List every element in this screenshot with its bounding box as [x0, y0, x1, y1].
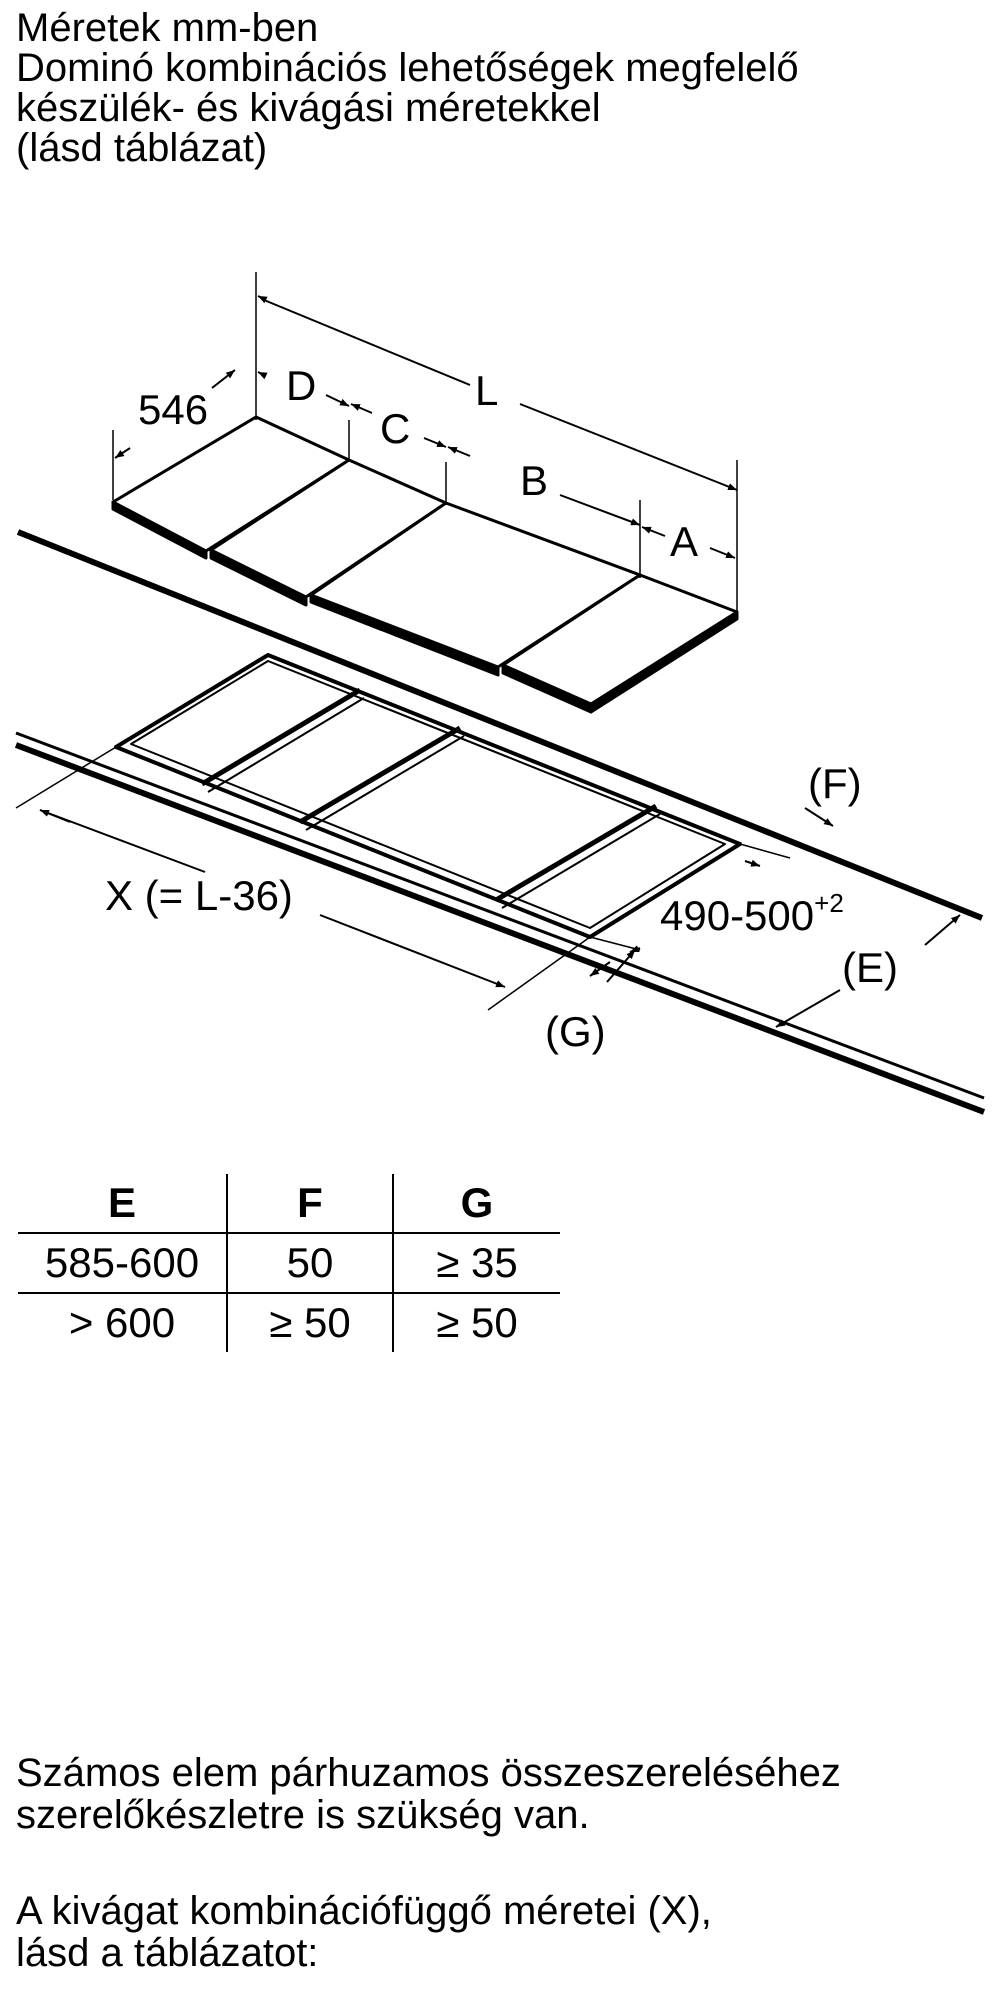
hob-module-c: [209, 458, 448, 607]
dimension-label-a: A: [670, 518, 698, 565]
assembly-note: Számos elem párhuzamos összeszereléséhez…: [16, 1752, 991, 1836]
assembly-note-line: szerelőkészletre is szükség van.: [16, 1793, 590, 1837]
dimension-arrows: [39, 295, 961, 1028]
dimension-label-e: (E): [842, 944, 898, 991]
dimension-label-l: L: [475, 367, 498, 414]
hob-module-a: [501, 573, 739, 714]
dimension-table: E F G 585-600 50 ≥ 35 > 600 ≥ 50 ≥ 50: [18, 1174, 560, 1352]
cutout-note-line: lásd a táblázatot:: [16, 1931, 319, 1975]
heading-description-cont: készülék- és kivágási méretekkel: [16, 86, 601, 130]
countertop-lines: [14, 529, 986, 1115]
hob-module-d: [111, 415, 351, 560]
table-header-f: F: [227, 1174, 394, 1234]
extension-lines: [15, 272, 791, 1011]
table-row: 585-600 50 ≥ 35: [18, 1233, 560, 1294]
installation-diagram: 546 D C L B A (F) X (= L-36) 490-500+2 (…: [14, 272, 986, 1115]
dimension-label-g: (G): [545, 1008, 606, 1055]
hob-modules: [111, 415, 739, 714]
table-cell: ≥ 50: [436, 1299, 518, 1346]
table-row: > 600 ≥ 50 ≥ 50: [18, 1293, 560, 1352]
table-cell: 585-600: [18, 1233, 228, 1294]
dimension-label-x: X (= L-36): [105, 872, 293, 919]
assembly-note-line: Számos elem párhuzamos összeszereléséhez: [16, 1751, 841, 1795]
dimension-label-c: C: [380, 405, 410, 452]
table-header-e: E: [18, 1174, 228, 1234]
header-text: Méretek mm-ben Dominó kombinációs lehető…: [16, 8, 991, 168]
table-header-row: E F G: [18, 1174, 560, 1234]
cutout-note: A kivágat kombinációfüggő méretei (X), l…: [16, 1890, 991, 1974]
hob-module-b: [309, 501, 642, 677]
heading-see-table: (lásd táblázat): [16, 126, 268, 170]
dimension-label-d: D: [286, 362, 316, 409]
dimension-label-546: 546: [138, 386, 208, 433]
heading-description: Dominó kombinációs lehetőségek megfelelő: [16, 46, 799, 90]
dimension-label-depth: 490-500+2: [660, 888, 844, 939]
dimension-label-b: B: [520, 457, 548, 504]
dimension-label-f: (F): [808, 760, 862, 807]
table-header-g: G: [393, 1174, 560, 1234]
cutout-note-line: A kivágat kombinációfüggő méretei (X),: [16, 1889, 712, 1933]
table-cell: ≥ 35: [393, 1233, 560, 1294]
table-cell: ≥ 50: [227, 1293, 394, 1352]
heading-units: Méretek mm-ben: [16, 6, 319, 50]
table-cell: 50: [227, 1233, 394, 1294]
table-cell: > 600: [18, 1293, 228, 1352]
